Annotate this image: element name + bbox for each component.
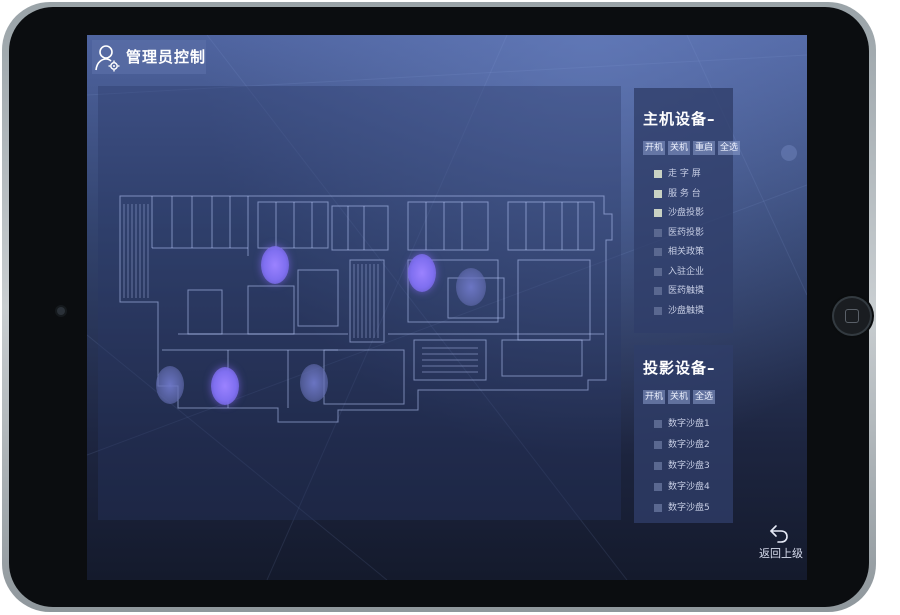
projector-power-off-button[interactable]: 关机 bbox=[668, 390, 691, 404]
projector-button-row: 开机 关机 全选 bbox=[643, 390, 716, 404]
host-button-row: 开机 关机 重启 全选 bbox=[643, 141, 741, 155]
checkbox[interactable] bbox=[654, 228, 662, 237]
hotspot-6[interactable] bbox=[300, 364, 328, 402]
back-label: 返回上级 bbox=[759, 547, 803, 560]
host-select-all-button[interactable]: 全选 bbox=[718, 141, 741, 155]
host-restart-button[interactable]: 重启 bbox=[693, 141, 716, 155]
floor-plan bbox=[119, 195, 613, 423]
page-title: 管理员控制 bbox=[126, 48, 207, 66]
host-device-panel: 主机设备– 开机 关机 重启 全选 走 字 屏 服 务 台 沙盘投影 医药投影 … bbox=[634, 88, 741, 333]
host-power-on-button[interactable]: 开机 bbox=[643, 141, 666, 155]
home-button[interactable] bbox=[832, 296, 872, 336]
admin-user-icon bbox=[95, 45, 120, 72]
map-panel bbox=[98, 86, 621, 520]
host-power-off-button[interactable]: 关机 bbox=[668, 141, 691, 155]
checkbox[interactable] bbox=[654, 462, 662, 470]
checkbox[interactable] bbox=[654, 504, 662, 512]
checkbox[interactable] bbox=[654, 306, 662, 315]
home-square-icon bbox=[845, 309, 859, 323]
projector-panel-title: 投影设备– bbox=[643, 359, 716, 377]
checkbox[interactable] bbox=[654, 267, 662, 276]
hotspot-1[interactable] bbox=[261, 246, 289, 284]
host-panel-title: 主机设备– bbox=[643, 110, 716, 128]
projector-select-all-button[interactable]: 全选 bbox=[693, 390, 716, 404]
checkbox[interactable] bbox=[654, 248, 662, 256]
projector-device-panel: 投影设备– 开机 关机 全选 数字沙盘1 数字沙盘2 数字沙盘3 数字沙盘4 数… bbox=[634, 345, 733, 523]
admin-header: 管理员控制 bbox=[92, 40, 206, 74]
hotspot-3[interactable] bbox=[456, 268, 486, 306]
projector-power-on-button[interactable]: 开机 bbox=[643, 390, 666, 404]
hotspot-5[interactable] bbox=[211, 367, 239, 405]
checkbox[interactable] bbox=[654, 287, 662, 295]
hotspot-4[interactable] bbox=[156, 366, 184, 404]
return-arrow-icon bbox=[770, 525, 788, 543]
hotspot-2[interactable] bbox=[408, 254, 436, 292]
checkbox[interactable] bbox=[654, 483, 662, 491]
app-screen: 管理员控制 bbox=[87, 35, 807, 580]
checkbox[interactable] bbox=[654, 441, 662, 449]
checkbox[interactable] bbox=[654, 420, 662, 428]
checkbox[interactable] bbox=[654, 189, 662, 198]
checkbox[interactable] bbox=[654, 209, 662, 217]
back-button[interactable]: 返回上级 bbox=[757, 523, 805, 563]
camera-dot bbox=[57, 307, 65, 315]
checkbox[interactable] bbox=[654, 170, 662, 178]
